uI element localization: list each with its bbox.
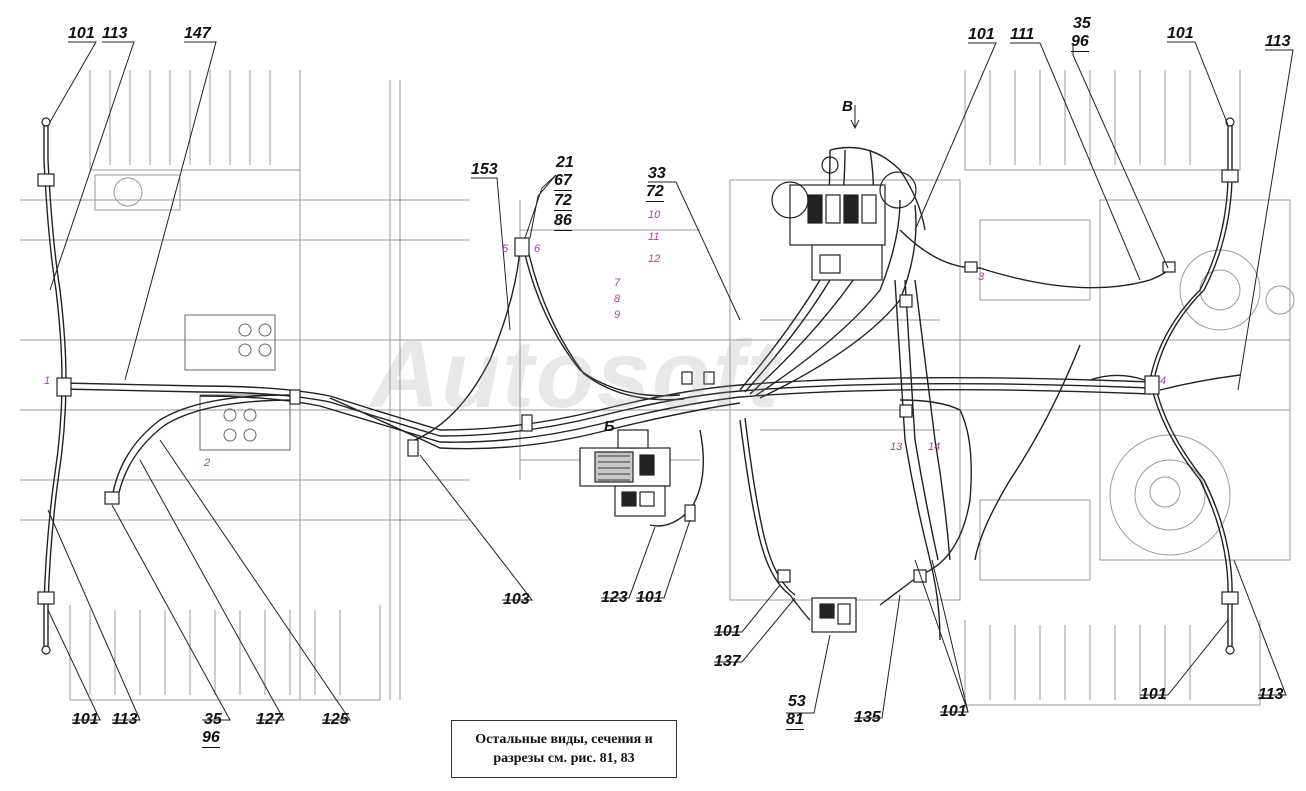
callout-127: 127 — [256, 711, 283, 728]
note-line-2: разрезы см. рис. 81, 83 — [493, 751, 635, 766]
callout-137: 137 — [714, 653, 741, 670]
view-label-v: В — [842, 98, 853, 115]
port-mark: 5 — [502, 243, 509, 255]
callout-33: 33 — [648, 165, 666, 182]
callout-113: 113 — [1265, 33, 1291, 50]
port-mark: 9 — [614, 309, 621, 321]
top-valve-block — [771, 156, 917, 281]
callout-35: 35 — [204, 711, 222, 728]
port-mark: 2 — [204, 457, 211, 469]
callout-72: 72 — [646, 183, 664, 202]
callout-153: 153 — [471, 161, 498, 178]
port-mark: 3 — [978, 271, 985, 283]
callout-103: 103 — [503, 591, 530, 608]
callout-101: 101 — [1167, 25, 1194, 42]
callout-113: 113 — [112, 711, 138, 728]
left-valve-block — [184, 314, 291, 451]
callout-135: 135 — [854, 709, 881, 726]
port-mark: 7 — [614, 277, 621, 289]
notes-box: Остальные виды, сечения и разрезы см. ри… — [451, 720, 677, 778]
callout-125: 125 — [322, 711, 349, 728]
callout-67: 67 — [554, 172, 572, 191]
callout-101: 101 — [968, 26, 995, 43]
callout-101: 101 — [714, 623, 741, 640]
callout-101: 101 — [68, 25, 95, 42]
callout-101: 101 — [72, 711, 99, 728]
callout-147: 147 — [184, 25, 211, 42]
view-label-b: Б — [604, 418, 615, 435]
port-mark: 8 — [614, 293, 621, 305]
callout-96: 96 — [202, 729, 220, 748]
port-mark: 4 — [1160, 375, 1167, 387]
callout-72: 72 — [554, 192, 572, 211]
port-mark: 14 — [928, 441, 941, 453]
callout-35: 35 — [1073, 15, 1091, 32]
hose-bundle — [43, 122, 1241, 650]
callout-113: 113 — [102, 25, 128, 42]
callout-101: 101 — [1140, 686, 1167, 703]
callout-123: 123 — [601, 589, 628, 606]
bottom-valve — [811, 597, 857, 633]
port-mark: 1 — [44, 375, 51, 387]
port-mark: 13 — [890, 441, 903, 453]
callout-101: 101 — [636, 589, 663, 606]
callout-53: 53 — [788, 693, 806, 710]
callout-113: 113 — [1258, 686, 1284, 703]
leader-lines — [47, 41, 1294, 721]
chassis-outline — [20, 70, 1295, 706]
note-line-1: Остальные виды, сечения и — [475, 732, 653, 747]
port-mark: 6 — [534, 243, 541, 255]
port-mark: 11 — [648, 231, 660, 243]
callout-111: 111 — [1010, 26, 1035, 43]
hose-fittings — [37, 117, 1239, 655]
callout-101: 101 — [940, 703, 967, 720]
callout-21: 21 — [556, 154, 574, 171]
port-mark: 12 — [648, 253, 661, 265]
callout-81: 81 — [786, 711, 804, 730]
port-mark: 10 — [648, 209, 661, 221]
callout-96: 96 — [1071, 33, 1089, 52]
central-valve-block — [579, 429, 671, 517]
callout-86: 86 — [554, 212, 572, 231]
